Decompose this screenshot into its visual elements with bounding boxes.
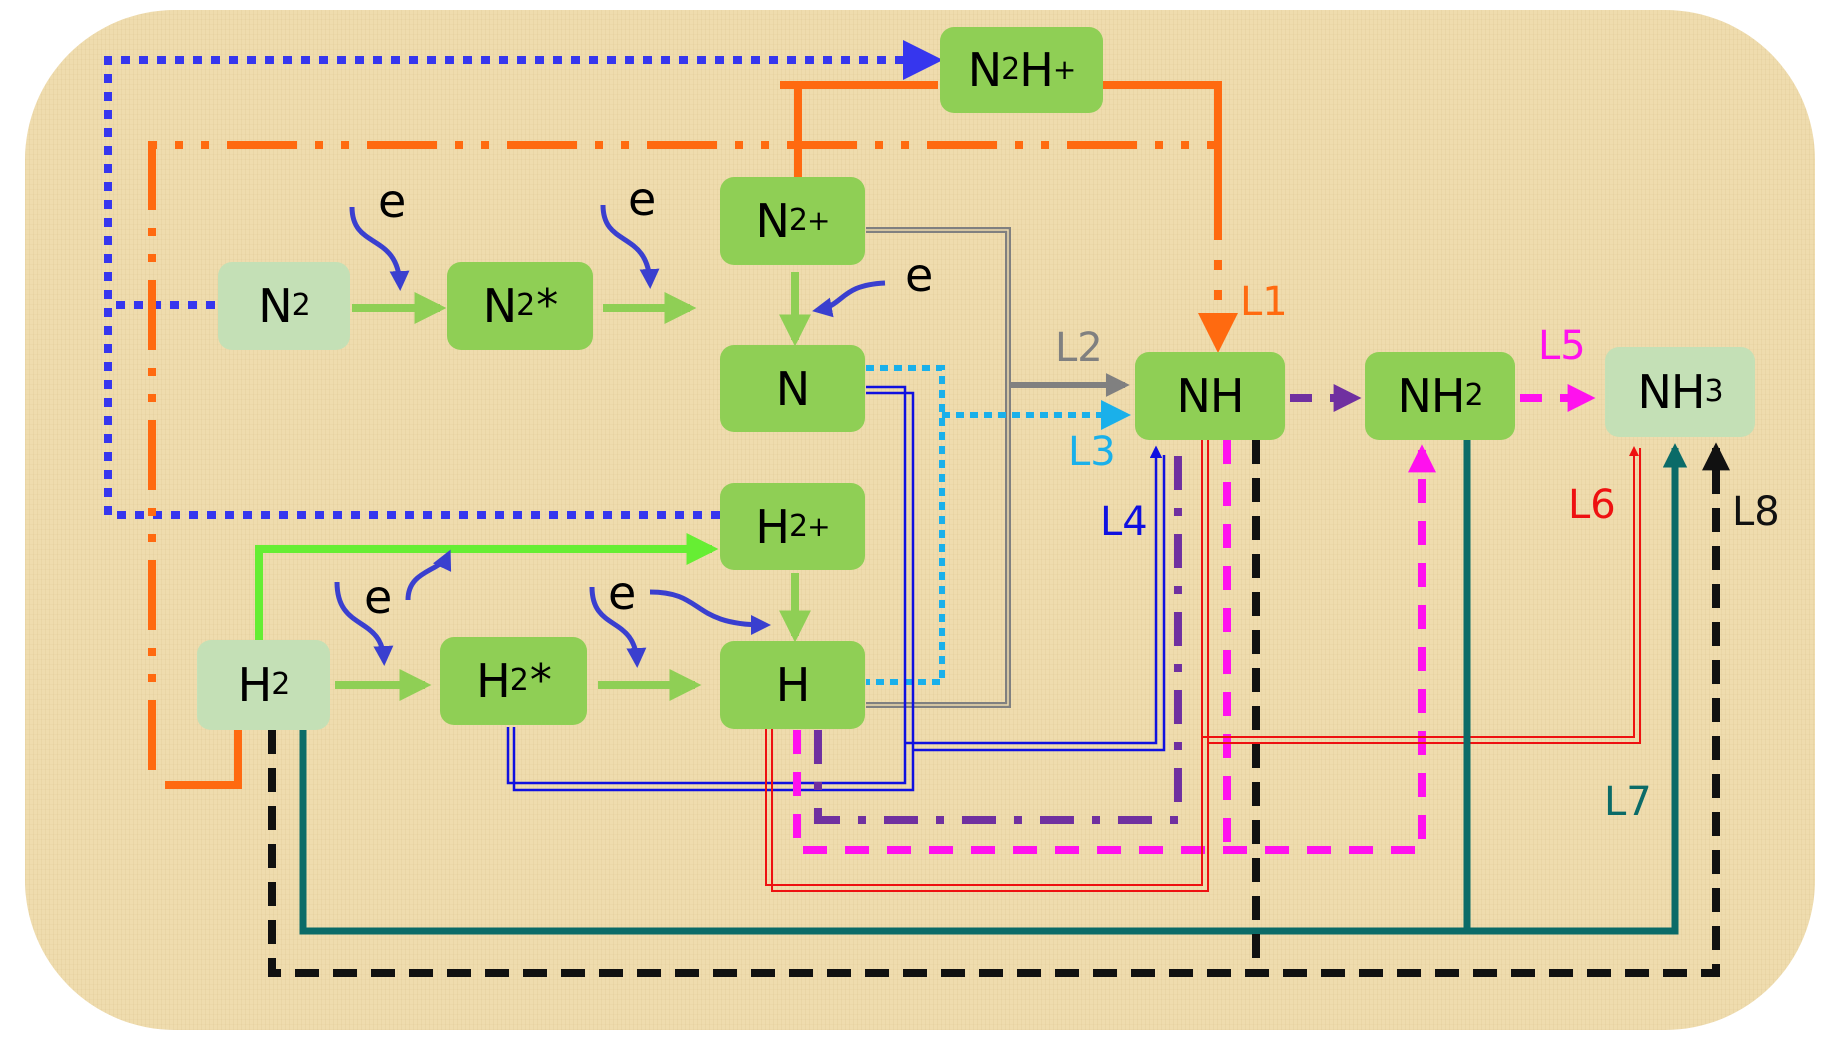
electron-label: e [905, 248, 934, 302]
pathway-label-L7: L7 [1604, 779, 1652, 825]
pathway-label-L3: L3 [1068, 429, 1116, 475]
pathway-label-L2: L2 [1055, 325, 1103, 371]
bright-green-arrow [255, 533, 719, 640]
electron-label: e [608, 566, 637, 620]
L5-path [793, 384, 1596, 854]
pathway-label-L4: L4 [1100, 499, 1148, 545]
electron-label: e [628, 172, 657, 226]
L4-path [506, 385, 1166, 792]
electron-arrows [334, 204, 886, 668]
node-h: H [720, 641, 865, 729]
green-arrows [335, 272, 811, 701]
purple-path [814, 384, 1362, 824]
pathway-label-L5: L5 [1538, 323, 1586, 369]
L8-path [268, 440, 1730, 977]
pathway-label-L8: L8 [1732, 489, 1780, 535]
pathway-label-L1: L1 [1240, 279, 1288, 325]
electron-label: e [364, 570, 393, 624]
electron-label: e [378, 174, 407, 228]
L6-path [765, 440, 1641, 892]
diagram-background [25, 10, 1815, 1030]
blue-dotted-path [104, 40, 943, 519]
pathway-label-L6: L6 [1568, 482, 1616, 528]
node-n: N [720, 345, 865, 432]
node-nh: NH [1135, 352, 1285, 440]
L7-path [299, 440, 1688, 935]
